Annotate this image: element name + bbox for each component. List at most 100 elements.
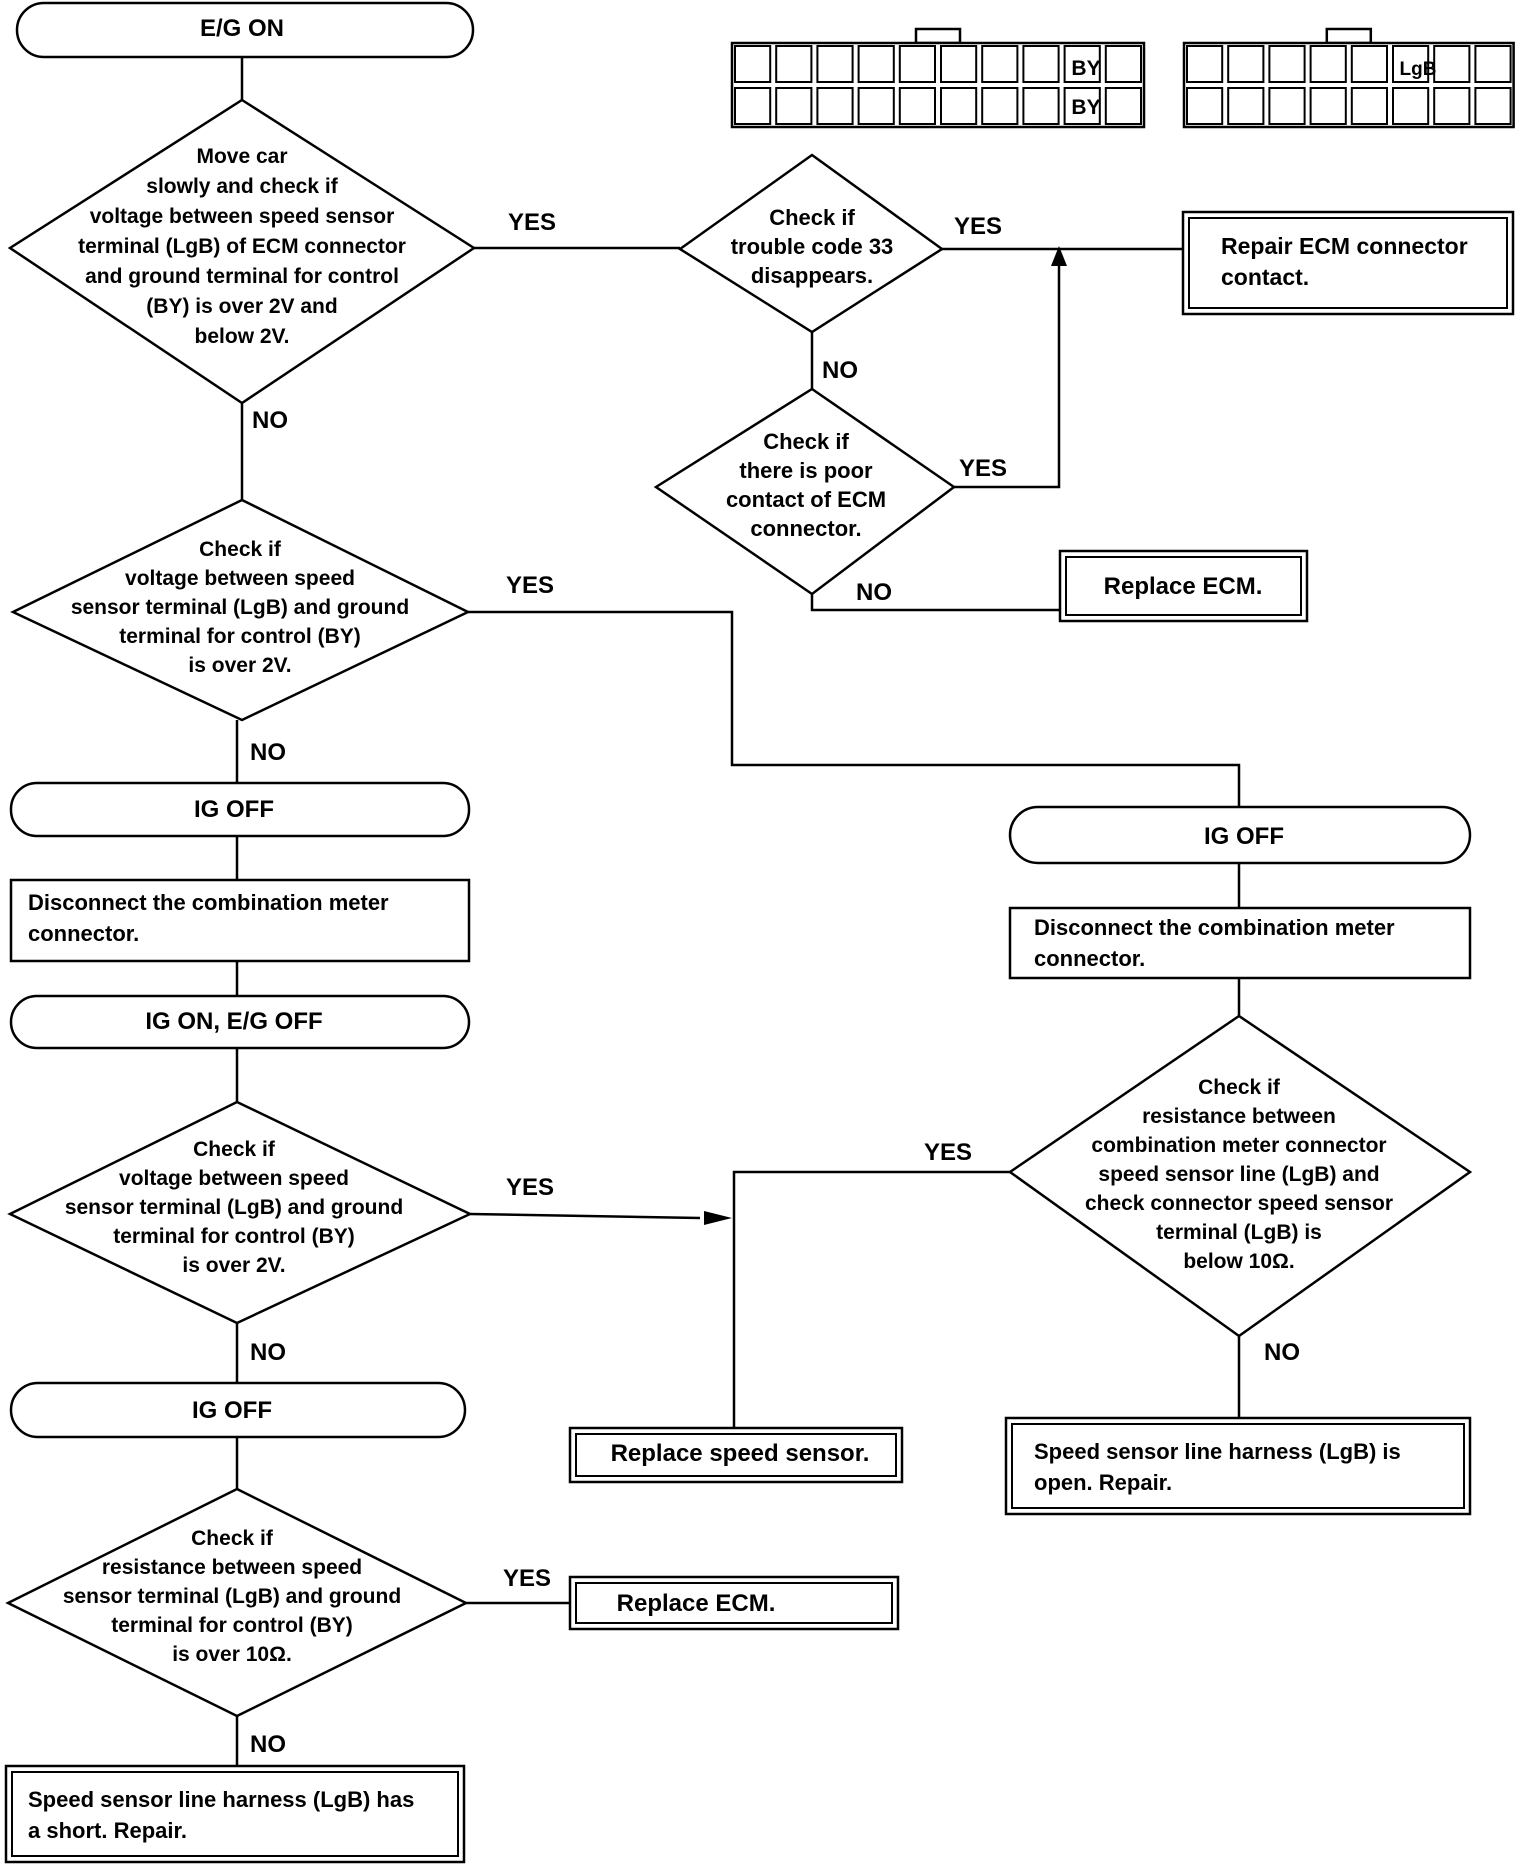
connector-pin xyxy=(1268,45,1306,83)
connector-pin xyxy=(898,45,936,83)
d3-no-label: NO xyxy=(856,579,892,606)
repair_ecm_contact-line: contact. xyxy=(1221,264,1309,290)
arrow-right xyxy=(704,1211,732,1225)
d2-yes-label: YES xyxy=(954,213,1002,240)
ig-off-lower-terminal xyxy=(9,1381,467,1439)
start-label: E/G ON xyxy=(200,15,284,42)
d1-line: below 2V. xyxy=(195,325,290,348)
disconnect-meter-right-text: Disconnect the combination meterconnecto… xyxy=(1034,915,1395,971)
d4-line: voltage between speed xyxy=(125,567,355,590)
d5-line: Check if xyxy=(193,1138,276,1161)
connector-pin xyxy=(816,87,854,125)
d6-line: sensor terminal (LgB) and ground xyxy=(63,1585,401,1608)
ig-off-right-terminal xyxy=(1008,805,1472,865)
connector-pin xyxy=(1474,45,1512,83)
d3-line: contact of ECM xyxy=(726,487,886,512)
d3-yes-label: YES xyxy=(959,455,1007,482)
d7-line: terminal (LgB) is xyxy=(1156,1221,1322,1244)
replace-speed-sensor-label: Replace speed sensor. xyxy=(611,1440,870,1467)
d7-no-label: NO xyxy=(1264,1339,1300,1366)
connector-right xyxy=(1182,27,1515,129)
d3-line: there is poor xyxy=(739,458,873,483)
connector-tab xyxy=(1325,27,1373,45)
repair-ecm-contact-box xyxy=(1181,210,1515,316)
d4-line: is over 2V. xyxy=(188,654,291,677)
d6-line: is over 10Ω. xyxy=(172,1643,292,1666)
connector-left-label-top: BY xyxy=(1071,57,1100,80)
decision-trouble-code-33-text: Check if trouble code 33 disappears. xyxy=(731,205,894,288)
d1-line: slowly and check if xyxy=(146,175,338,198)
d7-yes-label: YES xyxy=(924,1139,972,1166)
d2-no-label: NO xyxy=(822,357,858,384)
connector-pin xyxy=(981,45,1019,83)
d6-no-label: NO xyxy=(250,1731,286,1758)
connector-pin xyxy=(775,45,813,83)
connector-pin xyxy=(1474,87,1512,125)
d7-line: resistance between xyxy=(1142,1105,1336,1128)
d5-line: voltage between speed xyxy=(119,1167,349,1190)
connector-pin xyxy=(981,87,1019,125)
disconnect_right-line: connector. xyxy=(1034,946,1145,971)
d4-line: terminal for control (BY) xyxy=(119,625,361,648)
connector-pin xyxy=(1227,45,1265,83)
connector-pin xyxy=(1433,45,1471,83)
ig-off-lower-label: IG OFF xyxy=(192,1397,272,1424)
d6-yes-label: YES xyxy=(503,1565,551,1592)
ig-on-eg-off-label: IG ON, E/G OFF xyxy=(145,1008,322,1035)
ig-off-left-terminal xyxy=(9,781,471,838)
d1-line: and ground terminal for control xyxy=(85,265,399,288)
d5-yes-label: YES xyxy=(506,1174,554,1201)
d7-line: combination meter connector xyxy=(1091,1134,1386,1157)
disconnect-meter-left-box xyxy=(9,878,471,963)
connector-pin xyxy=(1227,87,1265,125)
replace-ecm-upper-label: Replace ECM. xyxy=(1104,573,1263,600)
connector-pin xyxy=(1186,45,1224,83)
connector-pin xyxy=(775,87,813,125)
d2-line: Check if xyxy=(769,205,855,230)
connector-pin xyxy=(1433,87,1471,125)
short_harness-line: a short. Repair. xyxy=(28,1818,187,1843)
connector-pin xyxy=(1392,45,1430,83)
connector-pin xyxy=(734,87,772,125)
d1-line: terminal (LgB) of ECM connector xyxy=(78,235,406,258)
open-harness-box xyxy=(1004,1416,1472,1516)
start-terminal xyxy=(15,1,475,59)
ig-on-eg-off-terminal xyxy=(9,994,471,1050)
d5-no-label: NO xyxy=(250,1339,286,1366)
disconnect_left-line: connector. xyxy=(28,921,139,946)
connector-pin xyxy=(1309,45,1347,83)
d5-line: sensor terminal (LgB) and ground xyxy=(65,1196,403,1219)
connector-pin xyxy=(1022,87,1060,125)
replace-ecm-box-lower xyxy=(568,1575,900,1631)
d6-line: terminal for control (BY) xyxy=(111,1614,353,1637)
repair_ecm_contact-line: Repair ECM connector xyxy=(1221,233,1468,259)
short-harness-box xyxy=(4,1764,466,1864)
connector-pin xyxy=(734,45,772,83)
d5-line: terminal for control (BY) xyxy=(113,1225,355,1248)
open_harness-line: Speed sensor line harness (LgB) is xyxy=(1034,1439,1401,1464)
d2-line: disappears. xyxy=(751,263,873,288)
d2-line: trouble code 33 xyxy=(731,234,894,259)
open_harness-line: open. Repair. xyxy=(1034,1470,1172,1495)
d1-line: Move car xyxy=(196,145,287,168)
d1-yes-label: YES xyxy=(508,209,556,236)
disconnect-meter-right-box xyxy=(1008,906,1472,980)
d4-line: Check if xyxy=(199,538,282,561)
connector-tab xyxy=(914,27,962,45)
connector-pin xyxy=(940,45,978,83)
arrow-up xyxy=(1051,246,1067,266)
connector-pin xyxy=(1104,87,1143,125)
replace-speed-sensor-box xyxy=(568,1426,904,1484)
connector-pin xyxy=(1268,87,1306,125)
decision-voltage-over-2v-first xyxy=(10,498,471,722)
replace-ecm-box-upper xyxy=(1058,549,1309,623)
d1-no-label: NO xyxy=(252,407,288,434)
d6-line: Check if xyxy=(191,1527,274,1550)
decision-resistance-over-10ohm xyxy=(5,1487,469,1718)
d1-line: (BY) is over 2V and xyxy=(146,295,337,318)
repair-ecm-contact-text: Repair ECM connector contact. xyxy=(1221,233,1468,290)
